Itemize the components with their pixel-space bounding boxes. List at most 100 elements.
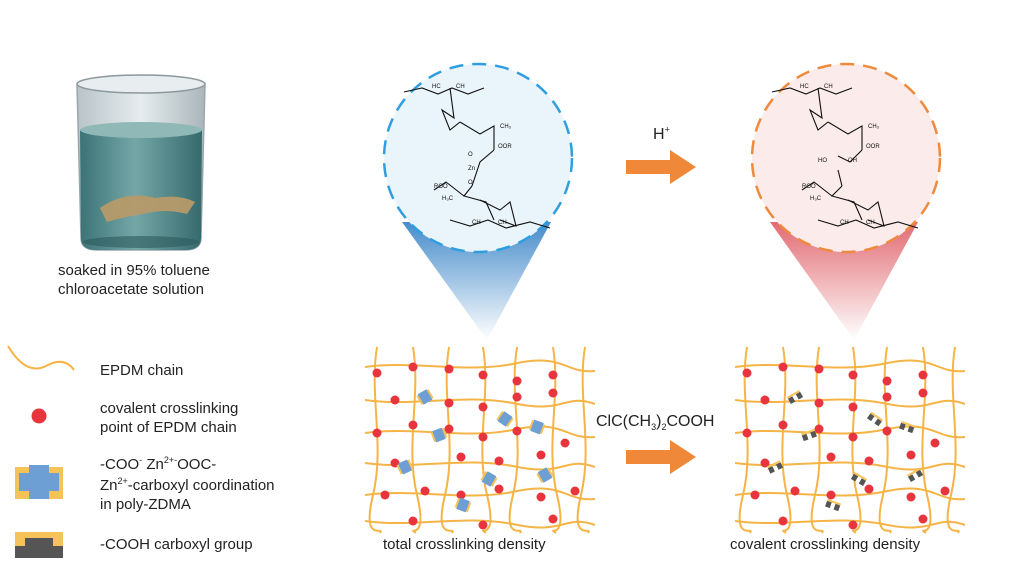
zn-molecule-structure: HC CH CH₃ OOR O Zn O ROO H₃C CH CH (403, 84, 551, 229)
crosslink-point (882, 376, 892, 386)
crosslink-point (408, 362, 418, 372)
crosslink-point (790, 486, 800, 496)
legend-coord-line2: Zn2+-carboxyl coordination (100, 476, 275, 495)
epdm-chain (365, 359, 595, 373)
epdm-chain-icon (7, 345, 75, 371)
crosslink-point (548, 388, 558, 398)
epdm-chain (851, 346, 862, 534)
zn-complex (496, 410, 514, 428)
carboxyl-group (801, 428, 817, 442)
carboxyl-group (906, 468, 924, 482)
crosslink-point (814, 398, 824, 408)
crosslink-point (570, 486, 580, 496)
carboxyl-group (825, 498, 841, 512)
crosslink-point (408, 420, 418, 430)
svg-text:ROO: ROO (802, 184, 816, 190)
zn-complex (416, 389, 434, 405)
epdm-chain (365, 487, 595, 501)
red-zoom-cone (770, 222, 918, 340)
zn-complex-icon (15, 465, 63, 499)
svg-text:CH₃: CH₃ (500, 124, 512, 130)
crosslink-point (380, 490, 390, 500)
crosslink-point (940, 486, 950, 496)
right-network-caption: covalent crosslinking density (730, 536, 921, 553)
beaker-caption-line1: soaked in 95% toluene (58, 262, 210, 279)
svg-text:CH: CH (824, 84, 833, 90)
legend-covalent-line2: point of EPDM chain (100, 419, 237, 436)
carboxyl-group (899, 420, 915, 434)
crosslink-point (918, 388, 928, 398)
covalent-crosslink-network (735, 346, 965, 534)
epdm-chain (440, 346, 454, 534)
crosslink-point (548, 370, 558, 380)
legend-covalent-line1: covalent crosslinking (100, 400, 239, 417)
epdm-chain (810, 346, 824, 534)
svg-text:CH: CH (866, 220, 875, 226)
epdm-chain (365, 519, 595, 529)
crosslink-point (848, 402, 858, 412)
crosslink-point (444, 398, 454, 408)
epdm-chain (735, 398, 965, 408)
zn-complex (430, 427, 448, 443)
crosslink-point (826, 452, 836, 462)
svg-text:OOR: OOR (498, 144, 512, 150)
crosslink-point (814, 424, 824, 434)
zn-complex (396, 459, 414, 475)
svg-text:CH: CH (840, 220, 849, 226)
zn-complex (480, 471, 498, 487)
reagent-label: ClC(CH3)2COOH (596, 413, 715, 433)
carboxyl-group (850, 472, 868, 486)
beaker-caption-line2: chloroacetate solution (58, 281, 204, 298)
crosslink-point (882, 392, 892, 402)
legend-coord-line3: in poly-ZDMA (100, 496, 191, 513)
crosslink-point (906, 492, 916, 502)
epdm-chain (368, 346, 382, 534)
epdm-chain (576, 346, 590, 534)
svg-text:O: O (468, 152, 473, 158)
svg-text:HC: HC (800, 84, 809, 90)
svg-text:HO: HO (818, 158, 827, 164)
svg-text:CH: CH (498, 220, 507, 226)
crosslink-point (882, 426, 892, 436)
crosslink-point (444, 364, 454, 374)
svg-text:O: O (468, 180, 473, 186)
carboxyl-group-icon (15, 532, 63, 558)
cooh-molecule-structure: HC CH CH₃ OOR HO OH ROO H₃C CH CH (771, 84, 919, 229)
crosslink-point (512, 426, 522, 436)
zn-complex (536, 467, 554, 483)
crosslink-point (778, 516, 788, 526)
proton-label: H+ (653, 124, 670, 143)
epdm-chain (878, 346, 892, 534)
svg-text:HC: HC (432, 84, 441, 90)
chain-lines (365, 346, 595, 534)
crosslink-point (548, 514, 558, 524)
crosslink-point (560, 438, 570, 448)
beaker-illustration (76, 74, 206, 251)
blue-zoom-cone (402, 222, 551, 340)
svg-text:CH: CH (472, 220, 481, 226)
crosslink-point (864, 456, 874, 466)
epdm-chain (551, 346, 562, 534)
crosslink-point (778, 362, 788, 372)
epdm-chain (735, 359, 965, 373)
epdm-chain (921, 346, 932, 534)
svg-text:OH: OH (848, 158, 857, 164)
red-zoom-circle (750, 62, 942, 254)
left-network-caption: total crosslinking density (383, 536, 546, 553)
svg-text:CH: CH (456, 84, 465, 90)
crosslink-point (848, 370, 858, 380)
crosslink-point (372, 368, 382, 378)
legend-carboxyl-label: -COOH carboxyl group (100, 536, 253, 553)
crosslink-point (848, 520, 858, 530)
svg-text:CH₃: CH₃ (868, 124, 880, 130)
crosslink-point (494, 456, 504, 466)
acid-arrow-icon (626, 150, 696, 184)
crosslink-point (864, 484, 874, 494)
epdm-chain (481, 346, 492, 534)
epdm-chain (735, 519, 965, 529)
total-crosslink-network (365, 346, 595, 534)
crosslink-point (444, 424, 454, 434)
crosslink-point (918, 370, 928, 380)
crosslink-point-icon (31, 408, 47, 424)
